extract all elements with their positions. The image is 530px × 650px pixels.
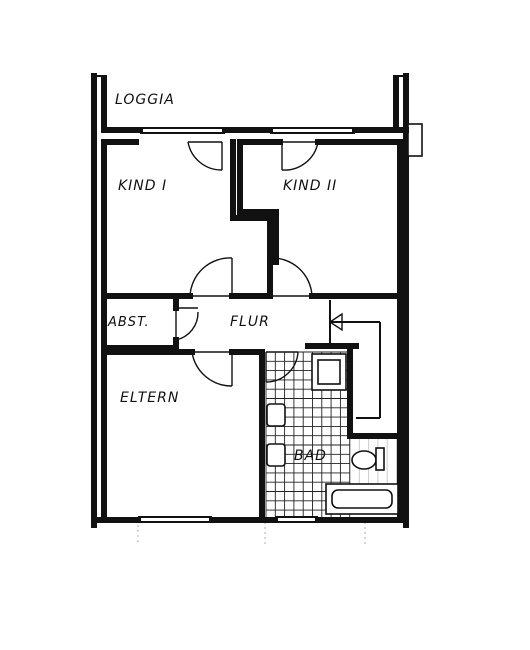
- entrance-marker: [328, 300, 381, 419]
- guide-lines: [137, 520, 366, 545]
- toilet-tank: [375, 447, 385, 471]
- room-label-bad: BAD: [294, 448, 327, 464]
- loggia-wall: [101, 127, 409, 134]
- inner-walls: [101, 139, 403, 517]
- room-label-eltern: ELTERN: [120, 390, 179, 406]
- room-label-kind2: KIND II: [283, 178, 337, 194]
- wash-basin-1: [266, 403, 286, 427]
- shower-drain: [317, 359, 341, 385]
- doors: [175, 141, 319, 387]
- bathtub-inner: [331, 489, 393, 509]
- outer-walls: [91, 73, 409, 528]
- room-label-flur: FLUR: [230, 314, 270, 330]
- toilet-bowl: [351, 450, 377, 470]
- wash-basin-2: [266, 443, 286, 467]
- room-label-kind1: KIND I: [118, 178, 167, 194]
- room-label-loggia: LOGGIA: [115, 92, 175, 108]
- room-label-abst: ABST.: [107, 315, 150, 330]
- room-labels: LOGGIA KIND I KIND II ABST. FLUR ELTERN …: [107, 92, 337, 464]
- shaft-box: [407, 123, 423, 157]
- bathroom-fixtures: [266, 353, 399, 515]
